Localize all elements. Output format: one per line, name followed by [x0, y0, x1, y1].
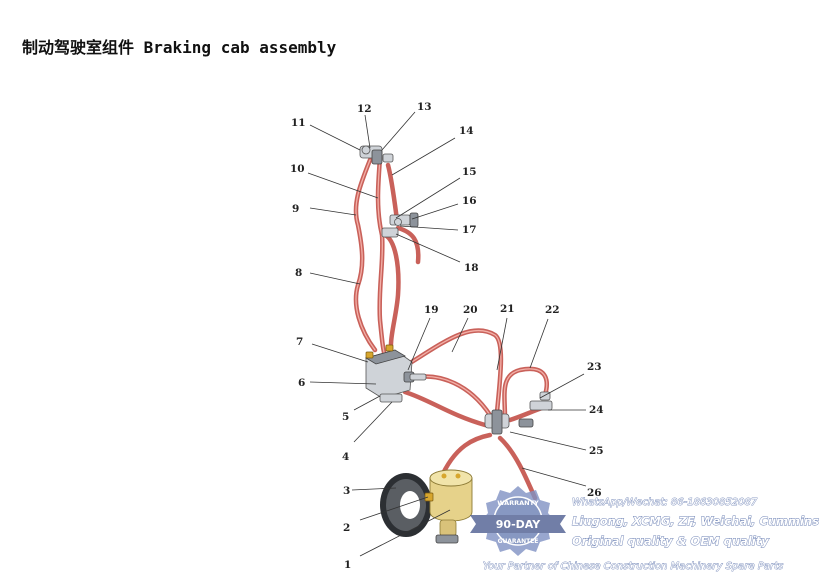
callout-11: 11: [291, 117, 306, 129]
callout-2: 2: [343, 522, 350, 534]
brake-valve-block: [364, 344, 427, 403]
callout-23: 23: [587, 361, 602, 373]
badge-main-text: 90-DAY: [496, 518, 541, 531]
callout-26: 26: [587, 487, 602, 499]
callout-10: 10: [290, 163, 305, 175]
callout-21: 21: [500, 303, 515, 315]
callout-18: 18: [464, 262, 479, 274]
callout-20: 20: [463, 304, 478, 316]
callout-4: 4: [342, 451, 349, 463]
hose-lines: [353, 155, 551, 501]
callout-15: 15: [462, 166, 477, 178]
callout-8: 8: [295, 267, 302, 279]
accumulator-assembly: [380, 469, 473, 544]
callout-16: 16: [462, 195, 477, 207]
warranty-badge: WARRANTY 90-DAY GUARANTEE: [470, 486, 566, 556]
callout-12: 12: [357, 103, 372, 115]
callout-22: 22: [545, 304, 560, 316]
callout-13: 13: [417, 101, 432, 113]
watermark-text: WhatsApp/Wechat: 86-18630852087 Liugong,…: [483, 497, 820, 573]
callout-3: 3: [343, 485, 350, 497]
callout-25: 25: [589, 445, 604, 457]
cross-fitting: [484, 391, 553, 435]
callout-1: 1: [344, 559, 351, 571]
callout-5: 5: [342, 411, 349, 423]
watermark-quality: Original quality & OEM quality: [572, 534, 769, 548]
callout-9: 9: [292, 203, 299, 215]
badge-top-text: WARRANTY: [497, 499, 539, 507]
callout-14: 14: [459, 125, 474, 137]
badge-bottom-text: GUARANTEE: [498, 538, 539, 545]
leader-lines: [307, 111, 587, 557]
callout-19: 19: [424, 304, 439, 316]
callout-7: 7: [296, 336, 303, 348]
top-tee-fitting: [359, 145, 394, 165]
callout-labels: 1 2 3 4 5 6 7 8 9 10 11 12 13 14 15 16 1…: [290, 101, 604, 571]
watermark-brands: Liugong, XCMG, ZF, Weichai, Cummins: [572, 514, 819, 528]
watermark-tagline: Your Partner of Chinese Construction Mac…: [483, 561, 783, 572]
callout-6: 6: [298, 377, 305, 389]
watermark-contact: WhatsApp/Wechat: 86-18630852087: [572, 497, 758, 508]
callout-17: 17: [462, 224, 477, 236]
page-title: 制动驾驶室组件 Braking cab assembly: [22, 38, 337, 57]
middle-tee-fitting: [381, 212, 419, 238]
callout-24: 24: [589, 404, 604, 416]
